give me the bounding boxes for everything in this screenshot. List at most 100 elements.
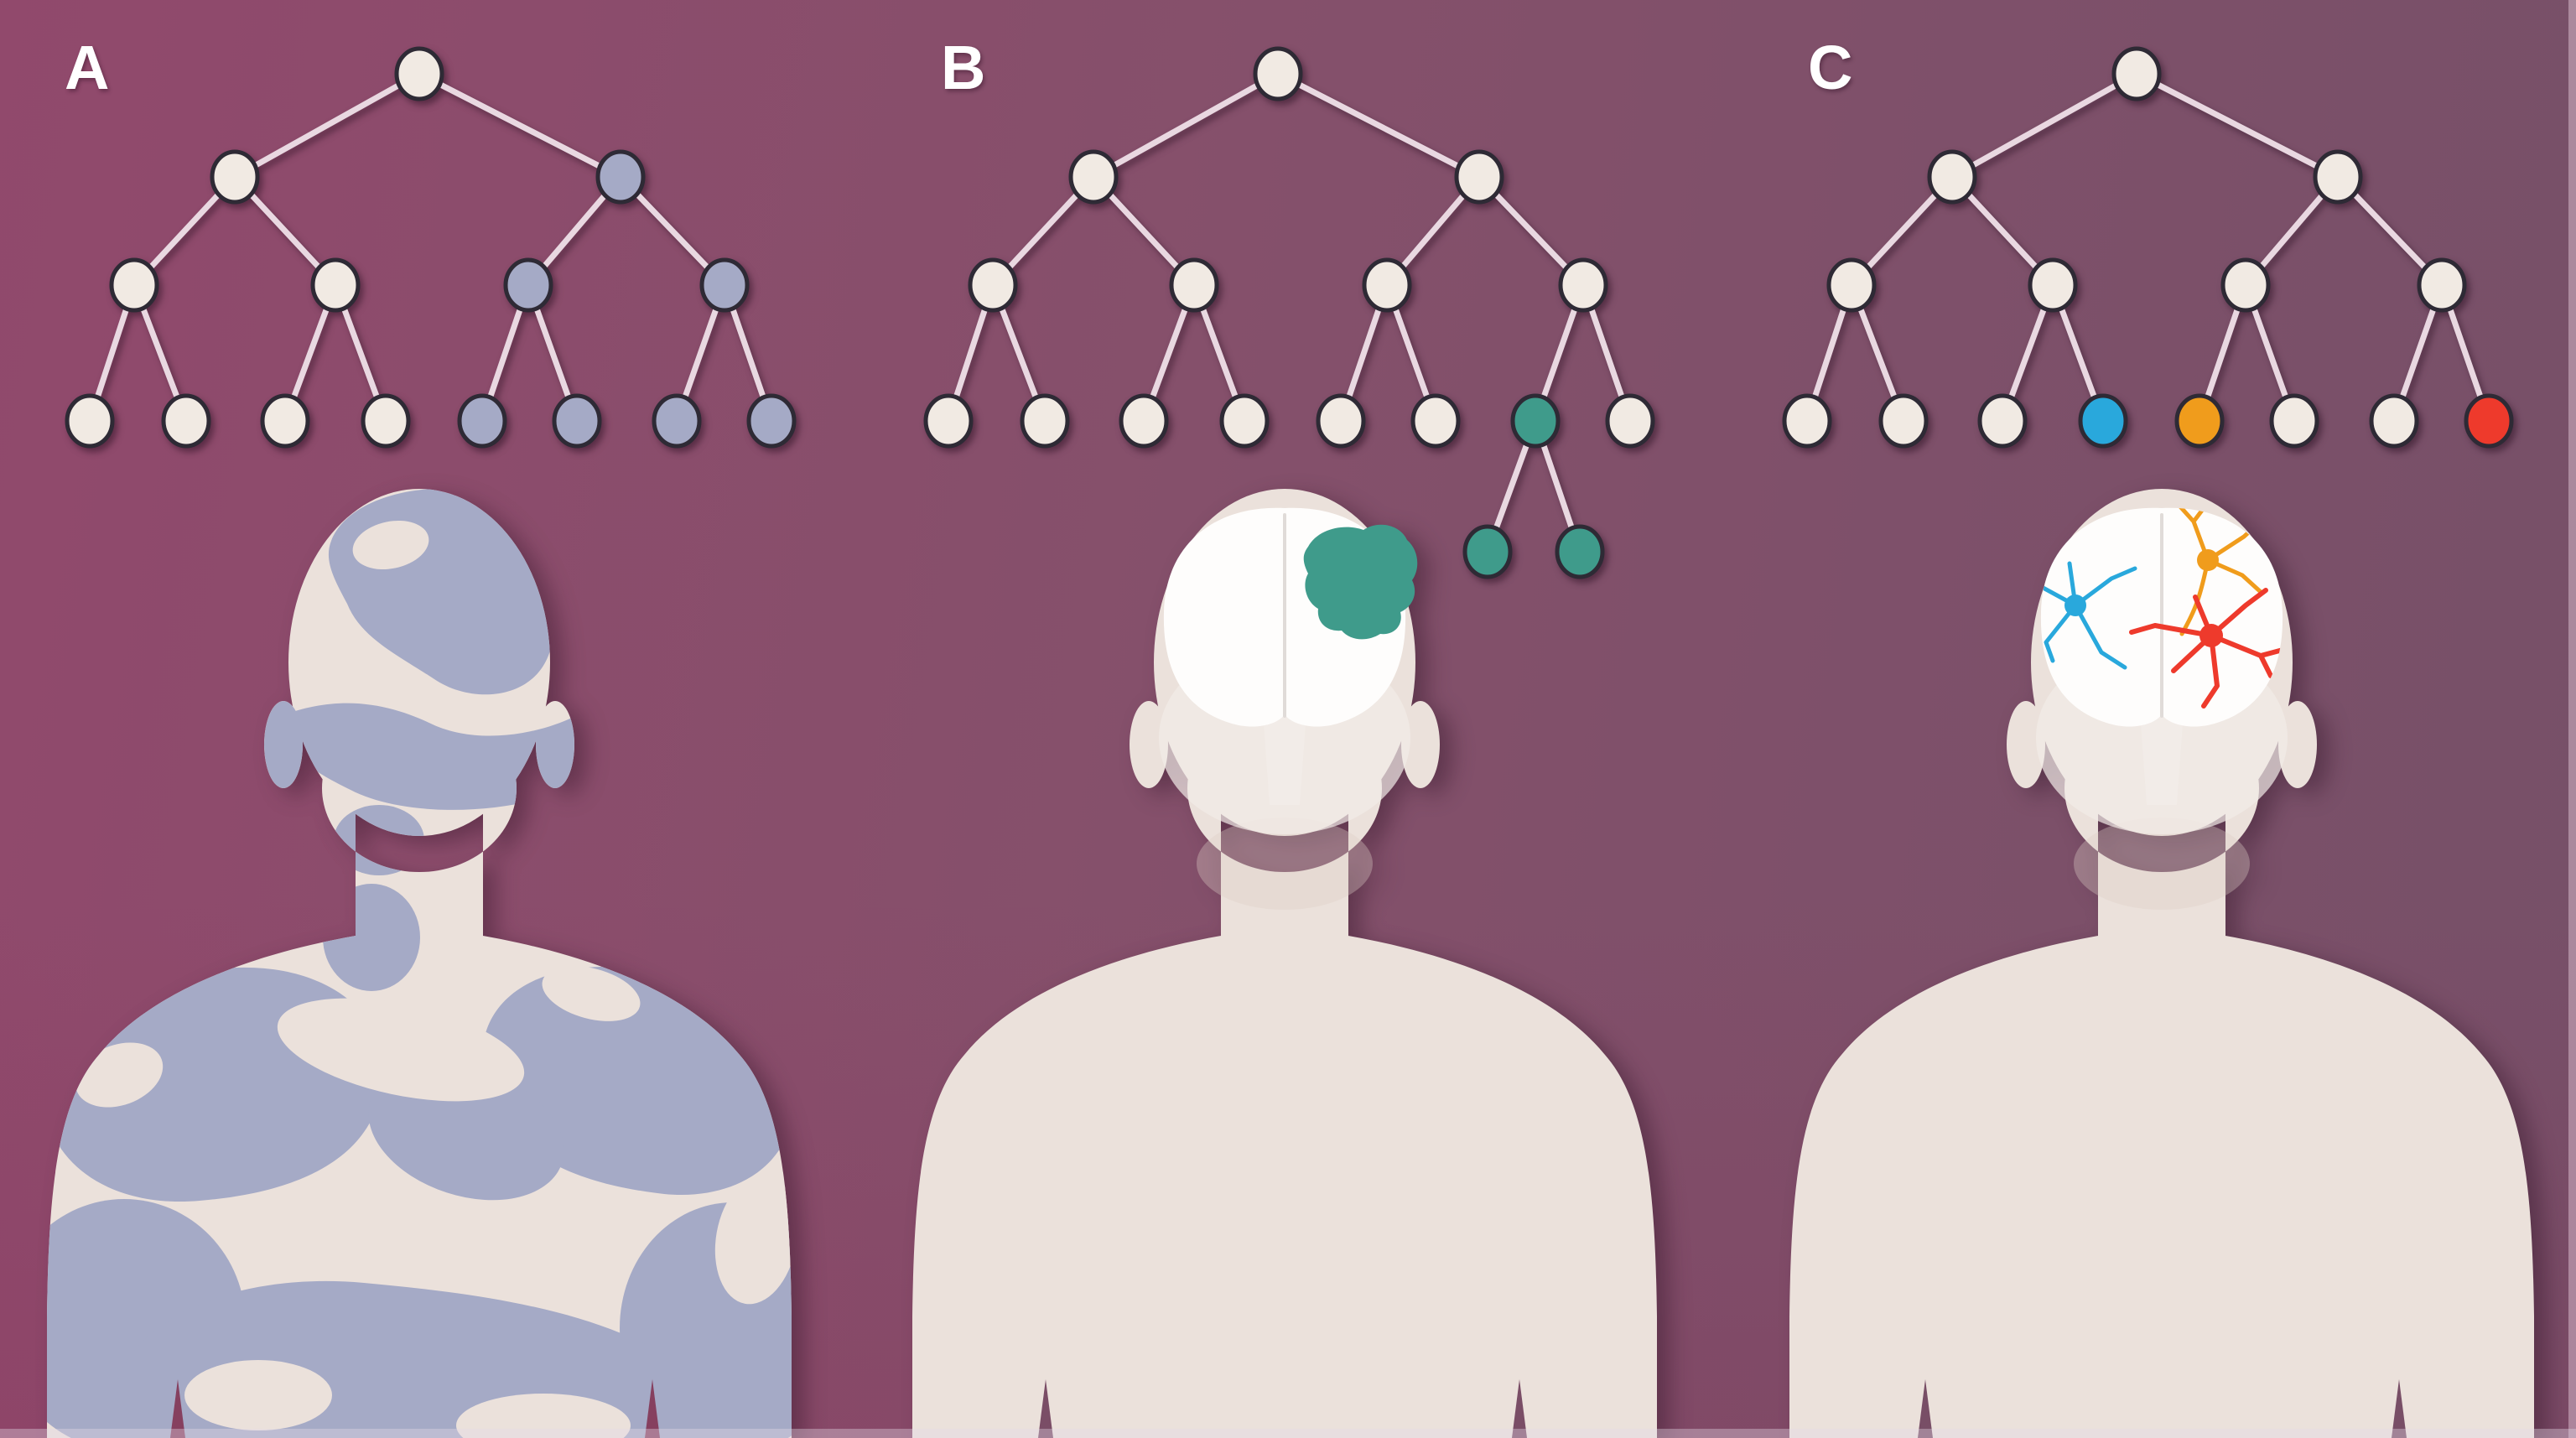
cell-node-mutated	[1462, 524, 1513, 579]
panel-label-b: B	[941, 33, 986, 102]
brain	[1159, 507, 1418, 834]
armpit-notch	[645, 1379, 660, 1438]
neuron-soma	[2197, 549, 2219, 571]
cell-node-mutated	[699, 257, 750, 313]
armpit-notch	[1512, 1379, 1527, 1438]
lineage-edge	[1949, 70, 2140, 180]
camo-patch	[264, 701, 303, 788]
skin-island	[184, 1360, 332, 1430]
lineage-edge	[231, 70, 423, 180]
cell-node	[2369, 393, 2419, 449]
cell-node	[2417, 257, 2467, 313]
cell-node-root	[1253, 46, 1303, 101]
lineage-edges	[945, 70, 1633, 555]
skin-island	[456, 1394, 631, 1438]
cell-node-mutated-blue	[2078, 393, 2128, 449]
cell-node	[1558, 257, 1608, 313]
cell-node	[1410, 393, 1461, 449]
panel-b: B	[859, 0, 1717, 1438]
cell-node-mutated-orange	[2174, 393, 2225, 449]
lineage-nodes	[1782, 46, 2514, 449]
panel-a: A	[0, 0, 859, 1438]
camo-patch	[323, 884, 420, 991]
cell-node	[1020, 393, 1070, 449]
lineage-edge	[1090, 70, 1281, 180]
lineage-nodes	[923, 46, 1655, 579]
cell-node	[1068, 149, 1119, 205]
brain-lesion-patch	[1303, 524, 1418, 640]
chin-shade	[1197, 818, 1373, 910]
cell-node-mutated	[552, 393, 602, 449]
cell-node	[1119, 393, 1169, 449]
right-edge-highlight	[2568, 0, 2576, 1438]
cell-node	[1782, 393, 1832, 449]
lineage-edge	[2133, 70, 2341, 180]
cell-node-mutated	[746, 393, 797, 449]
cell-node	[1927, 149, 1977, 205]
neuron-soma	[2064, 594, 2086, 616]
panel-a-art	[47, 46, 797, 1438]
brainstem	[1263, 713, 1306, 805]
panel-label-a: A	[65, 33, 110, 102]
cell-node-mutated	[457, 393, 507, 449]
neuron-soma	[2199, 624, 2223, 647]
cell-node	[65, 393, 115, 449]
cell-node	[210, 149, 260, 205]
cell-node	[1169, 257, 1219, 313]
human-figure-single-neurons	[1789, 489, 2534, 1438]
cell-node-mutated	[652, 393, 702, 449]
cell-node-mutated-red	[2464, 393, 2514, 449]
cell-node-root	[394, 46, 444, 101]
lineage-edges	[1804, 70, 2492, 424]
chin-shade	[2074, 818, 2250, 910]
human-figure-mosaic	[47, 489, 792, 1438]
skin-island	[75, 1042, 164, 1108]
cell-node	[361, 393, 411, 449]
cell-lineage-tree	[923, 46, 1655, 579]
cell-node	[1878, 393, 1929, 449]
neuron-blue	[2040, 561, 2137, 670]
skin-island	[352, 520, 429, 570]
cell-lineage-tree	[65, 46, 797, 449]
panel-label-c: C	[1808, 33, 1853, 102]
cell-node	[923, 393, 974, 449]
lineage-edges	[86, 70, 775, 424]
cell-node	[1219, 393, 1270, 449]
cell-node	[2269, 393, 2319, 449]
cell-lineage-tree	[1782, 46, 2514, 449]
cell-node	[1977, 393, 2028, 449]
skin-island	[277, 998, 525, 1102]
mutant-neurons	[2040, 507, 2283, 709]
cell-node	[1362, 257, 1412, 313]
bottom-edge-highlight	[0, 1429, 2576, 1438]
skin-island	[542, 966, 641, 1021]
cell-node	[2028, 257, 2078, 313]
lineage-edge	[416, 70, 624, 180]
armpit-notch	[2392, 1379, 2407, 1438]
cell-node-mutated	[1555, 524, 1605, 579]
camo-patch	[277, 703, 586, 810]
cell-node-root	[2111, 46, 2162, 101]
cell-node	[2313, 149, 2363, 205]
cell-node	[260, 393, 310, 449]
neuron-dendrites	[2040, 561, 2137, 670]
cell-node	[109, 257, 159, 313]
cell-node-mutated	[595, 149, 646, 205]
camo-patch	[334, 805, 424, 875]
panel-c-art	[1782, 46, 2534, 1438]
lineage-edge	[1275, 70, 1483, 180]
brain	[2036, 507, 2288, 834]
cell-node-mutated	[1510, 393, 1561, 449]
cell-node	[1826, 257, 1877, 313]
cell-node	[2220, 257, 2271, 313]
cell-node	[1454, 149, 1504, 205]
neuron-dendrites	[2129, 588, 2283, 709]
brainstem	[2140, 713, 2184, 805]
cell-node	[1316, 393, 1366, 449]
cell-node	[968, 257, 1018, 313]
cell-node-mutated	[503, 257, 553, 313]
mosaic-camouflage-pattern	[47, 489, 792, 1438]
panel-c: C	[1717, 0, 2576, 1438]
panel-b-art	[912, 46, 1657, 1438]
